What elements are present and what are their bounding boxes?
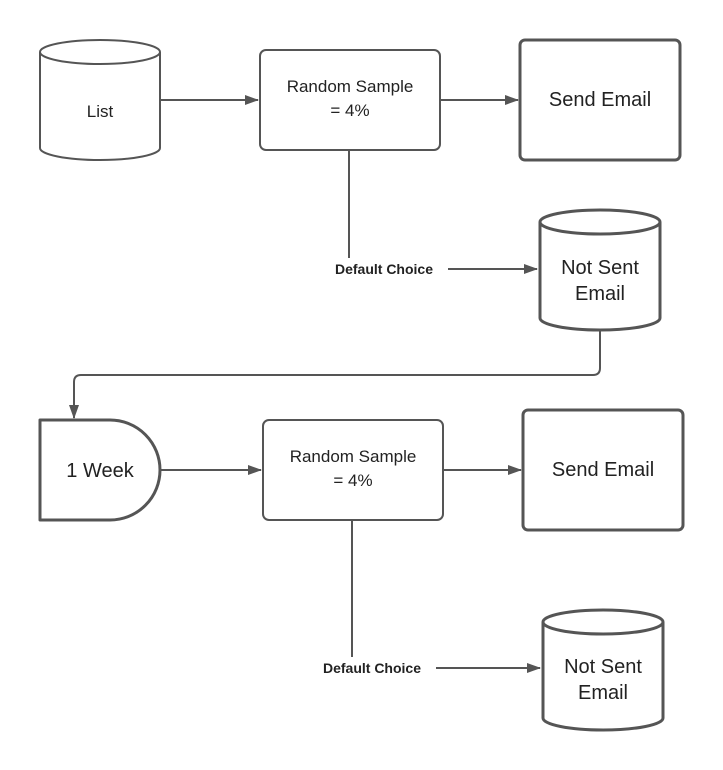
random-sample-2-line1: Random Sample xyxy=(290,447,417,466)
random-sample-node-2: Random Sample = 4% xyxy=(262,419,444,521)
not-sent-email-database-node-1: Not Sent Email xyxy=(538,208,662,332)
send-email-1-label: Send Email xyxy=(549,89,651,111)
edge-not-sent-1-to-delay xyxy=(69,330,601,419)
edge-sample-2-to-not-sent-2 xyxy=(351,520,541,673)
edge-sample-1-to-not-sent-1 xyxy=(348,150,538,274)
not-sent-email-database-node-2: Not Sent Email xyxy=(541,608,665,732)
edge-label-default-choice-1: Default Choice xyxy=(335,261,433,277)
list-database-node: List xyxy=(39,39,161,161)
one-week-delay-node: 1 Week xyxy=(38,418,162,522)
not-sent-email-2-line2: Email xyxy=(578,682,628,704)
send-email-node-2: Send Email xyxy=(521,408,685,532)
random-sample-1-line2: = 4% xyxy=(330,101,369,120)
random-sample-1-line1: Random Sample xyxy=(287,77,414,96)
edge-label-default-choice-2-group: Default Choice xyxy=(308,657,436,679)
list-label: List xyxy=(87,102,114,121)
one-week-label: 1 Week xyxy=(66,460,134,482)
not-sent-email-1-line1: Not Sent xyxy=(561,257,639,279)
edge-label-default-choice-1-group: Default Choice xyxy=(320,258,448,280)
random-sample-2-line2: = 4% xyxy=(333,471,372,490)
edge-label-default-choice-2: Default Choice xyxy=(323,660,421,676)
not-sent-email-1-line2: Email xyxy=(575,283,625,305)
send-email-node-1: Send Email xyxy=(518,38,682,162)
not-sent-email-2-line1: Not Sent xyxy=(564,656,642,678)
send-email-2-label: Send Email xyxy=(552,459,654,481)
random-sample-node-1: Random Sample = 4% xyxy=(259,49,441,151)
connectors xyxy=(69,95,601,673)
